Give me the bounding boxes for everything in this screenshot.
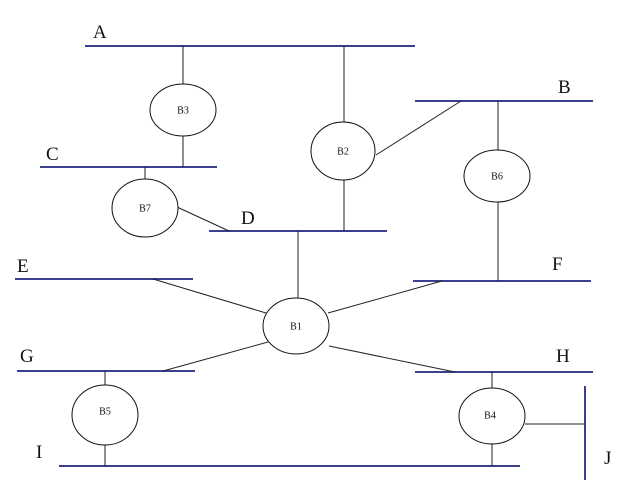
bridge-b1-circle	[262, 297, 330, 355]
segment-j-label: J	[604, 448, 611, 469]
bridge-b6: B6	[463, 149, 531, 203]
bridge-b3: B3	[149, 83, 217, 137]
link-b1-e	[152, 278, 267, 314]
link-b7-d	[176, 206, 230, 232]
bridge-b3-label: B3	[177, 106, 189, 117]
segment-g-label: G	[20, 346, 34, 367]
segment-h-label: H	[556, 346, 570, 367]
link-b1-h	[328, 345, 456, 373]
bridge-b2: B2	[310, 121, 376, 181]
segment-i-label: I	[36, 442, 42, 463]
link-b2-b	[375, 100, 462, 156]
bridge-b3-circle	[149, 83, 217, 137]
bridge-b4-circle	[458, 387, 526, 445]
bridge-b1: B1	[262, 297, 330, 355]
bridge-b5-circle	[71, 384, 139, 446]
bridge-b7: B7	[111, 178, 179, 238]
link-b1-f	[327, 280, 443, 314]
bridge-b4-label: B4	[484, 411, 496, 422]
bridge-b7-label: B7	[139, 204, 151, 215]
segment-c-label: C	[46, 144, 59, 165]
bridge-b1-label: B1	[290, 322, 302, 333]
bridge-b5: B5	[71, 384, 139, 446]
segment-a-label: A	[93, 22, 107, 43]
segment-b-label: B	[558, 77, 571, 98]
bridge-b2-label: B2	[337, 147, 349, 158]
bridge-b4: B4	[458, 387, 526, 445]
bridge-b5-label: B5	[99, 407, 111, 418]
link-b1-g	[162, 341, 269, 372]
segment-e-label: E	[17, 256, 29, 277]
bridge-b6-circle	[463, 149, 531, 203]
bridge-b7-circle	[111, 178, 179, 238]
segment-f-label: F	[552, 254, 563, 275]
bridge-b6-label: B6	[491, 172, 503, 183]
segment-d-label: D	[241, 208, 255, 229]
bridge-b2-circle	[310, 121, 376, 181]
